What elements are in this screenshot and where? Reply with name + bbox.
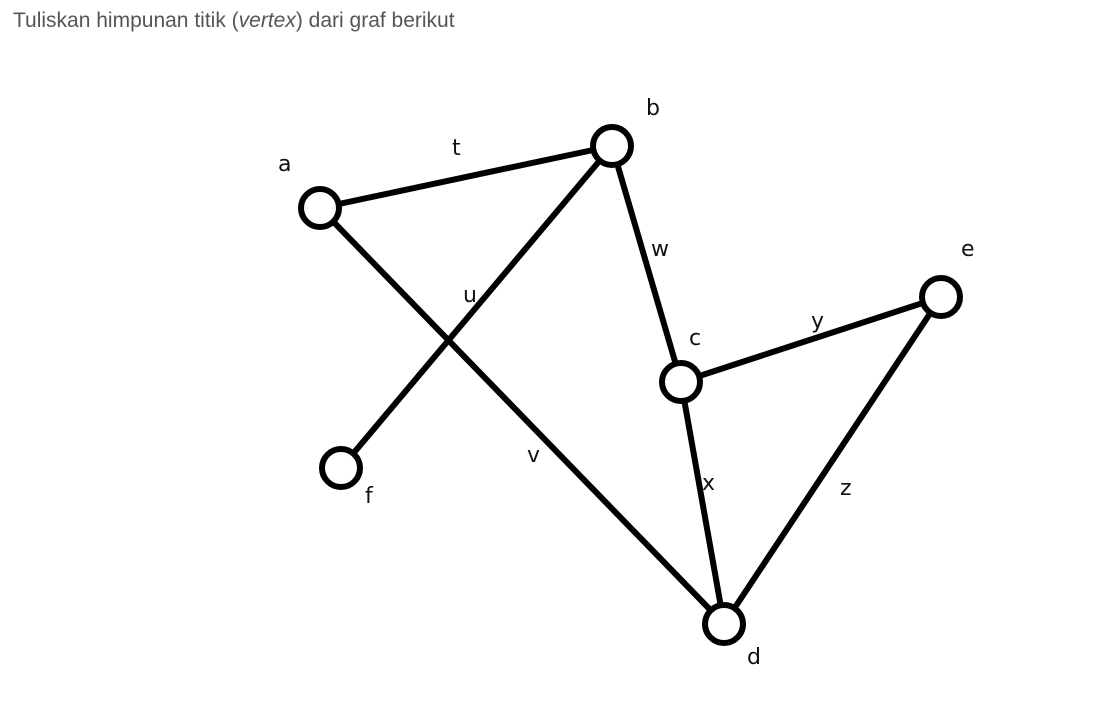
question-text-after: ) dari graf berikut — [295, 9, 455, 32]
vertex-label-a: a — [278, 152, 291, 177]
question-text-before: Tuliskan himpunan titik ( — [13, 9, 239, 32]
edge-t — [317, 143, 615, 211]
edge-z — [721, 294, 944, 627]
edge-label-y: y — [811, 309, 824, 334]
vertex-label-c: c — [689, 326, 701, 351]
edge-label-v: v — [527, 443, 540, 468]
vertex-label-e: e — [961, 237, 975, 262]
edge-label-z: z — [840, 476, 852, 501]
edge-x — [678, 379, 727, 627]
edge-label-x: x — [702, 471, 715, 496]
question-italic-term: vertex — [238, 9, 296, 32]
vertex-label-d: d — [747, 645, 761, 670]
vertex-c — [659, 360, 703, 404]
edge-u — [338, 143, 615, 471]
vertex-d — [702, 602, 746, 646]
vertex-b — [590, 124, 634, 168]
edge-label-u: u — [463, 283, 477, 308]
edge-v — [317, 205, 727, 627]
question-text: Tuliskan himpunan titik (vertex) dari gr… — [13, 9, 455, 33]
edge-label-t: t — [452, 136, 461, 161]
edge-w — [609, 143, 684, 385]
vertex-a — [298, 186, 342, 230]
vertex-label-f: f — [365, 484, 374, 509]
edge-label-w: w — [651, 237, 669, 262]
vertex-e — [919, 275, 963, 319]
vertex-f — [319, 446, 363, 490]
vertex-label-b: b — [646, 96, 660, 121]
edge-y — [678, 294, 944, 385]
